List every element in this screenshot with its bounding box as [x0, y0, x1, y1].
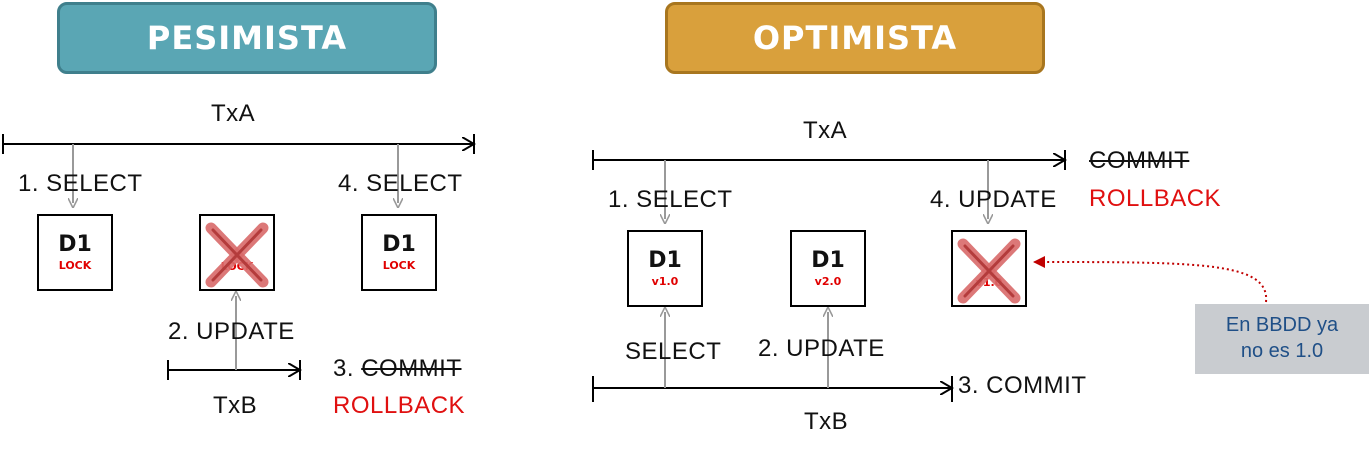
box-name: D1: [811, 248, 845, 273]
optimista-step2-label: 2. UPDATE: [758, 335, 885, 362]
note-line-2: no es 1.0: [1240, 340, 1324, 362]
optimista-txa-timeline: [592, 150, 1065, 170]
note-pointer-arrow: [1033, 256, 1268, 303]
optimista-d1-box-1: D1 v1.0: [627, 230, 703, 307]
optimista-txb-timeline: [592, 376, 952, 402]
pesimista-txb-label: TxB: [213, 392, 258, 419]
pesimista-d1-box-1: D1 LOCK: [37, 214, 113, 291]
pesimista-title: PESIMISTA: [146, 19, 348, 57]
pesimista-txa-label: TxA: [211, 100, 256, 127]
optimista-step1-label: 1. SELECT: [608, 186, 733, 213]
optimista-header: OPTIMISTA: [665, 2, 1045, 74]
cross-icon: [205, 222, 269, 288]
optimista-txa-label: TxA: [803, 117, 848, 144]
lock-badge: LOCK: [58, 259, 92, 272]
note-line-1: En BBDD ya: [1225, 314, 1339, 336]
pesimista-txb-timeline: [167, 360, 300, 380]
pesimista-step3-commit: COMMIT: [361, 355, 462, 382]
optimista-commit-label: COMMIT: [1089, 147, 1190, 174]
version-badge: v2.0: [814, 275, 842, 288]
box-name: D1: [58, 232, 92, 257]
pesimista-txa-timeline: [2, 134, 474, 154]
pesimista-d1-box-3: D1 LOCK: [361, 214, 437, 291]
pesimista-step4-label: 4. SELECT: [338, 170, 463, 197]
optimista-txb-label: TxB: [804, 408, 849, 435]
note-callout: En BBDD ya no es 1.0: [1195, 304, 1369, 374]
optimista-rollback-label: ROLLBACK: [1089, 185, 1222, 212]
pesimista-step1-label: 1. SELECT: [18, 170, 143, 197]
optimista-step3-label: 3. COMMIT: [958, 372, 1087, 399]
optimista-step4-label: 4. UPDATE: [930, 186, 1057, 213]
lock-badge: LOCK: [382, 259, 416, 272]
pesimista-step3-label: 3. COMMIT: [333, 355, 462, 383]
optimista-d1-box-2: D1 v2.0: [790, 230, 866, 307]
pesimista-header: PESIMISTA: [57, 2, 437, 74]
optimista-title: OPTIMISTA: [752, 19, 958, 57]
pesimista-step3-prefix: 3.: [333, 355, 362, 382]
box-name: D1: [648, 248, 682, 273]
cross-icon: [957, 238, 1021, 304]
box-name: D1: [382, 232, 416, 257]
pesimista-step2-label: 2. UPDATE: [168, 318, 295, 345]
optimista-select-label: SELECT: [625, 338, 722, 365]
version-badge: v1.0: [651, 275, 679, 288]
pesimista-rollback-label: ROLLBACK: [333, 392, 466, 419]
